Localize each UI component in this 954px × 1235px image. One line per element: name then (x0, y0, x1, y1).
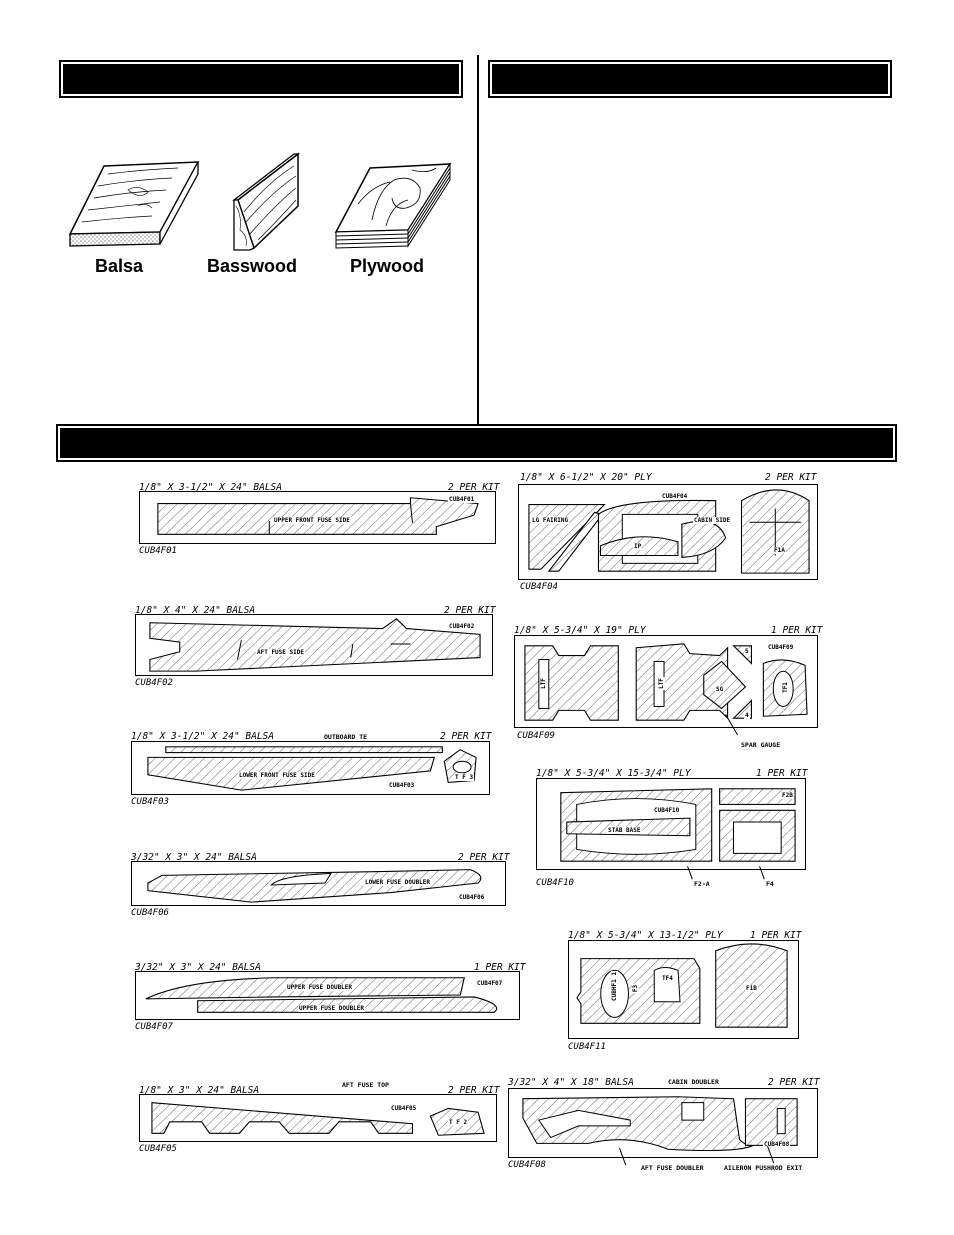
sheet-f03-inner-code: CUB4F03 (388, 782, 416, 789)
part-label: CABIN SIDE (693, 517, 732, 524)
sheet-f10-code: CUB4F10 (536, 878, 574, 888)
sheet-f11-code: CUB4F11 (568, 1042, 606, 1052)
sheet-f08: CUB4F08 (508, 1088, 818, 1158)
sheet-f02-code: CUB4F02 (135, 678, 173, 688)
sheet-f02-spec: 1/8" X 4" X 24" BALSA (135, 605, 256, 616)
callout-f4: F4 (766, 880, 774, 888)
callout-cabin-doubler: CABIN DOUBLER (668, 1078, 719, 1086)
sheet-f04-qty: 2 PER KIT (765, 472, 817, 483)
sheet-f10-inner-code: CUB4F10 (653, 807, 681, 814)
wood-label-balsa: Balsa (95, 256, 144, 276)
sheet-f01: UPPER FRONT FUSE SIDE CUB4F01 (139, 491, 496, 544)
sheet-f01-code: CUB4F01 (139, 546, 177, 556)
sheet-f02-inner-code: CUB4F02 (448, 623, 476, 630)
sheet-f04-inner-code: CUB4F04 (661, 493, 689, 500)
part-label: UPPER FUSE DOUBLER (298, 1005, 366, 1012)
part-label: 4 (744, 712, 750, 719)
die-patterns-header-bar (56, 424, 897, 462)
part-label: AFT FUSE SIDE (256, 649, 305, 656)
sheet-f07-qty: 1 PER KIT (474, 962, 526, 973)
sheet-f07-spec: 3/32" X 3" X 24" BALSA (135, 962, 261, 973)
sheet-f05-qty: 2 PER KIT (448, 1085, 500, 1096)
sheet-f08-inner-code: CUB4F08 (763, 1141, 791, 1148)
part-label: LTF (539, 677, 547, 690)
part-label: TF1 (781, 681, 789, 694)
sheet-f09-qty: 1 PER KIT (771, 625, 823, 636)
plywood-illustration (334, 162, 452, 249)
sheet-f01-inner-code: CUB4F01 (448, 496, 476, 503)
part-label: CUBHF1 1 (610, 971, 618, 1002)
sheet-f11: CUBHF1 1 F3 TF4 F1B (568, 940, 799, 1039)
part-label: LTF (657, 677, 665, 690)
sheet-f01-qty: 2 PER KIT (448, 482, 500, 493)
sheet-f02-qty: 2 PER KIT (444, 605, 496, 616)
sheet-f07-code: CUB4F07 (135, 1022, 173, 1032)
sheet-f01-spec: 1/8" X 3-1/2" X 24" BALSA (139, 482, 282, 493)
wood-label-plywood: Plywood (350, 256, 425, 276)
sheet-f08-spec: 3/32" X 4" X 18" BALSA (508, 1077, 634, 1088)
sheet-f04-spec: 1/8" X 6-1/2" X 20" PLY (520, 472, 652, 483)
sheet-f11-spec: 1/8" X 5-3/4" X 13-1/2" PLY (568, 930, 723, 941)
part-label: UPPER FUSE DOUBLER (286, 984, 354, 991)
sheet-f10: STAB BASE F2B CUB4F10 (536, 778, 806, 870)
sheet-f09-spec: 1/8" X 5-3/4" X 19" PLY (514, 625, 646, 636)
part-label: F2B (781, 792, 794, 799)
sheet-f05: T F 2 CUB4F05 (139, 1094, 497, 1142)
part-label: 5 (744, 648, 750, 655)
sheet-f04-code: CUB4F04 (520, 582, 558, 592)
sheet-f09-code: CUB4F09 (517, 731, 555, 741)
right-section-header-bar (488, 60, 892, 98)
part-label: T F 2 (448, 1119, 469, 1126)
column-divider (477, 55, 479, 425)
wood-label-basswood: Basswood (207, 256, 298, 276)
part-label: LG FAIRING (531, 517, 570, 524)
sheet-f06-spec: 3/32" X 3" X 24" BALSA (131, 852, 257, 863)
sheet-f03-code: CUB4F03 (131, 797, 169, 807)
callout-aileron-pushrod-exit: AILERON PUSHROD EXIT (724, 1164, 803, 1172)
left-section-header-bar (59, 60, 463, 98)
sheet-f03-spec: 1/8" X 3-1/2" X 24" BALSA (131, 731, 274, 742)
sheet-f05-code: CUB4F05 (139, 1144, 177, 1154)
part-label: SG (715, 686, 725, 693)
sheet-f07: UPPER FUSE DOUBLER UPPER FUSE DOUBLER CU… (135, 971, 520, 1020)
basswood-illustration (232, 152, 300, 251)
callout-aft-fuse-doubler: AFT FUSE DOUBLER (641, 1164, 704, 1172)
part-label: LOWER FRONT FUSE SIDE (238, 772, 316, 779)
part-label: STAB BASE (607, 827, 642, 834)
sheet-f03: LOWER FRONT FUSE SIDE T F 3 CUB4F03 (131, 741, 490, 795)
callout-aft-fuse-top: AFT FUSE TOP (342, 1081, 389, 1089)
part-label: T F 3 (454, 774, 475, 781)
part-label: UPPER FRONT FUSE SIDE (273, 517, 351, 524)
sheet-f04: LG FAIRING CABIN SIDE IP F1A CUB4F04 (518, 484, 818, 580)
sheet-f05-spec: 1/8" X 3" X 24" BALSA (139, 1085, 260, 1096)
sheet-f10-qty: 1 PER KIT (756, 768, 808, 779)
part-label: LOWER FUSE DOUBLER (364, 879, 432, 886)
sheet-f09-inner-code: CUB4F09 (767, 644, 795, 651)
sheet-f10-spec: 1/8" X 5-3/4" X 15-3/4" PLY (536, 768, 691, 779)
sheet-f09: LTF LTF SG TF1 5 4 CUB4F09 (514, 635, 818, 728)
sheet-f05-inner-code: CUB4F05 (390, 1105, 418, 1112)
sheet-f11-qty: 1 PER KIT (750, 930, 802, 941)
part-label: F1B (745, 985, 758, 992)
sheet-f06: LOWER FUSE DOUBLER CUB4F06 (131, 861, 506, 906)
sheet-f06-code: CUB4F06 (131, 908, 169, 918)
sheet-f08-code: CUB4F08 (508, 1160, 546, 1170)
sheet-f02: AFT FUSE SIDE CUB4F02 (135, 614, 493, 676)
part-label: TF4 (661, 975, 674, 982)
sheet-f06-qty: 2 PER KIT (458, 852, 510, 863)
callout-f2-a: F2-A (694, 880, 710, 888)
part-label: IP (633, 543, 643, 550)
part-label: F3 (632, 983, 640, 994)
sheet-f06-inner-code: CUB4F06 (458, 894, 486, 901)
callout-spar-gauge: SPAR GAUGE (741, 741, 781, 749)
part-label: F1A (773, 547, 786, 554)
sheet-f07-inner-code: CUB4F07 (476, 980, 504, 987)
sheet-f03-qty: 2 PER KIT (440, 731, 492, 742)
sheet-f08-qty: 2 PER KIT (768, 1077, 820, 1088)
balsa-illustration (68, 161, 200, 247)
callout-outboard-te: OUTBOARD TE (324, 733, 368, 741)
